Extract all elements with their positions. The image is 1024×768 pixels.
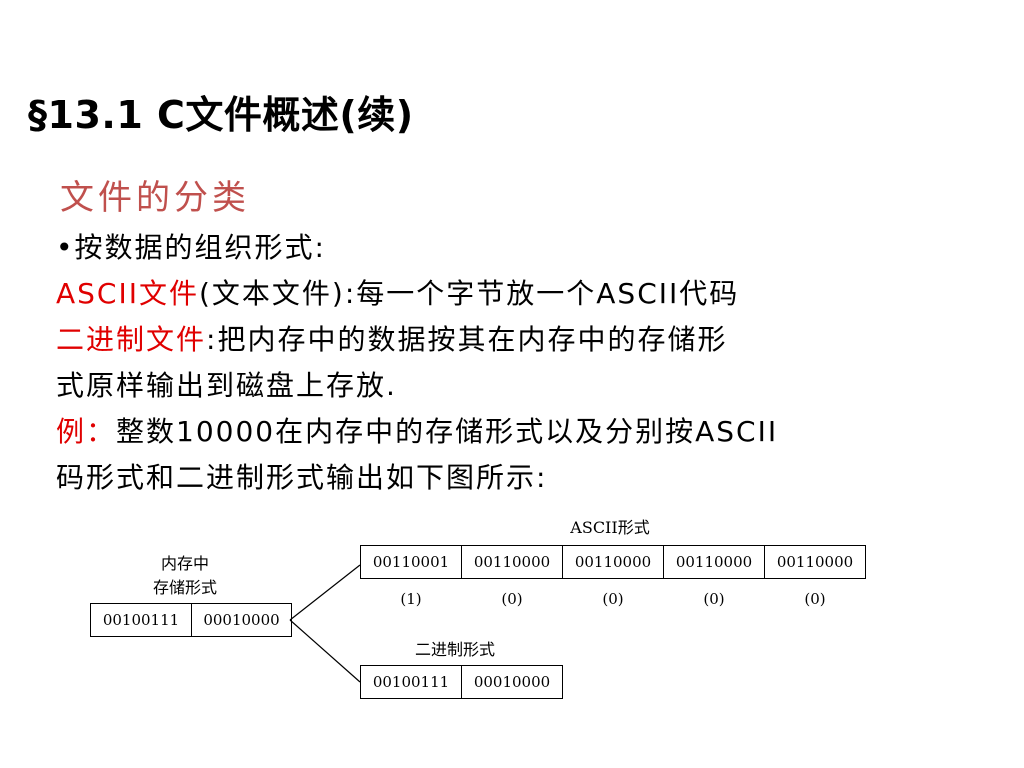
slide-title: §13.1 C文件概述(续): [28, 93, 414, 137]
binary-cell: 00100111: [360, 665, 462, 699]
memory-cell: 00010000: [191, 603, 292, 637]
ascii-term: ASCII文件: [56, 277, 199, 310]
memory-label-1: 内存中: [160, 554, 209, 573]
binary-term: 二进制文件: [56, 323, 207, 356]
example-line-1: 例：整数10000在内存中的存储形式以及分别按ASCII: [56, 409, 986, 455]
ascii-form-label: ASCII形式: [570, 518, 650, 537]
ascii-line: ASCII文件(文本文件):每一个字节放一个ASCII代码: [56, 271, 986, 317]
ascii-cell: 00110000: [461, 545, 563, 579]
binary-line-1: 二进制文件:把内存中的数据按其在内存中的存储形: [56, 317, 986, 363]
example-line-2: 码形式和二进制形式输出如下图所示:: [56, 461, 548, 494]
memory-cells: 00100111 00010000: [90, 603, 292, 637]
example-term: 例：: [56, 415, 117, 448]
binary-line-2: 式原样输出到磁盘上存放.: [56, 369, 397, 402]
ascii-cell: 00110000: [764, 545, 866, 579]
memory-label-2: 存储形式: [152, 578, 217, 597]
bullet-line: •按数据的组织形式:: [56, 231, 326, 264]
body-text: •按数据的组织形式: ASCII文件(文本文件):每一个字节放一个ASCII代码…: [56, 225, 986, 501]
ascii-char: (1): [400, 590, 422, 608]
ascii-cells: 00110001 00110000 00110000 00110000 0011…: [360, 545, 866, 579]
ascii-desc: (文本文件):每一个字节放一个ASCII代码: [199, 277, 740, 310]
ascii-char: (0): [501, 590, 523, 608]
ascii-char: (0): [602, 590, 624, 608]
ascii-char: (0): [703, 590, 725, 608]
section-subtitle: 文件的分类: [60, 178, 250, 218]
binary-form-label: 二进制形式: [414, 640, 495, 659]
binary-desc-1: :把内存中的数据按其在内存中的存储形: [206, 323, 728, 356]
example-desc-1: 整数10000在内存中的存储形式以及分别按ASCII: [116, 415, 779, 448]
ascii-cell: 00110000: [562, 545, 664, 579]
ascii-cell: 00110000: [663, 545, 765, 579]
ascii-cell: 00110001: [360, 545, 462, 579]
binary-cells: 00100111 00010000: [360, 665, 563, 699]
ascii-char: (0): [804, 590, 826, 608]
memory-cell: 00100111: [90, 603, 192, 637]
binary-cell: 00010000: [461, 665, 563, 699]
